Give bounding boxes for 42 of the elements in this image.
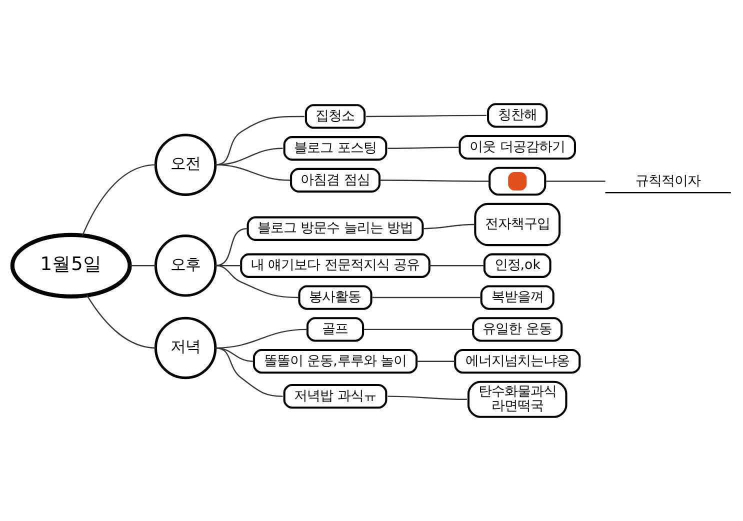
connector bbox=[215, 228, 247, 266]
connector bbox=[215, 347, 283, 397]
connector bbox=[215, 148, 283, 166]
node-box: 아침겸 점심 bbox=[290, 168, 381, 193]
node-picture bbox=[488, 166, 546, 196]
connector bbox=[418, 360, 456, 362]
connector bbox=[429, 265, 484, 266]
connector bbox=[388, 396, 467, 400]
node-box: 블로그 방문수 늘리는 방법 bbox=[246, 216, 424, 241]
connector bbox=[215, 164, 290, 181]
node-circle: 오전 bbox=[154, 134, 217, 196]
node-box: 저녁밥 과식ㅠ bbox=[283, 384, 388, 409]
node-box: 전자책구입 bbox=[474, 202, 561, 246]
connector bbox=[86, 295, 156, 349]
connector bbox=[546, 180, 606, 182]
node-box: 유일한 운동 bbox=[472, 317, 563, 342]
connector bbox=[364, 328, 472, 330]
node-box: 블로그 포스팅 bbox=[283, 136, 388, 161]
node-box: 봉사활동 bbox=[298, 285, 372, 310]
node-box: 복받을껴 bbox=[480, 285, 554, 310]
node-box: 내 얘기보다 전문적지식 공유 bbox=[240, 253, 430, 278]
node-box: 이웃 더공감하기 bbox=[458, 134, 576, 160]
node-circle: 오후 bbox=[154, 234, 217, 297]
node-box: 똘똘이 운동,루루와 놀이 bbox=[252, 348, 418, 374]
node-box: 탄수화물과식 라면떡국 bbox=[467, 380, 568, 418]
node-box: 칭찬해 bbox=[487, 103, 548, 128]
connector bbox=[215, 116, 304, 166]
node-ellipse: 1월5일 bbox=[10, 232, 132, 298]
node-box: 골프 bbox=[306, 317, 364, 342]
connector bbox=[130, 265, 156, 266]
node-box: 집청소 bbox=[304, 104, 366, 129]
connector bbox=[215, 265, 298, 298]
node-text: 규칙적이자 bbox=[636, 174, 701, 189]
connector bbox=[372, 296, 480, 298]
connector bbox=[380, 180, 489, 182]
connector bbox=[366, 114, 486, 118]
connector bbox=[388, 146, 459, 149]
node-box: 인정,ok bbox=[483, 253, 552, 278]
connector bbox=[82, 164, 156, 236]
connector bbox=[424, 224, 474, 230]
node-circle: 저녁 bbox=[154, 316, 217, 380]
node-box: 에너지넘치는냐옹 bbox=[454, 348, 581, 374]
